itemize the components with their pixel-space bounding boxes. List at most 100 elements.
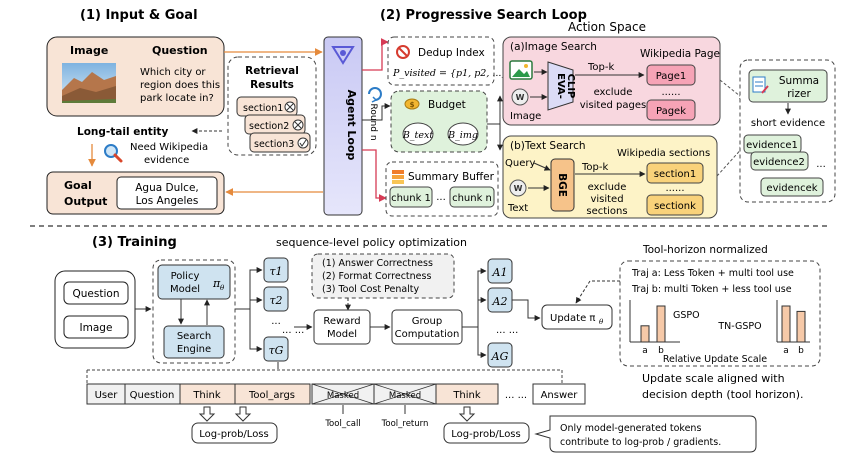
layers-icon — [392, 170, 404, 184]
agent-logo-icon — [331, 46, 355, 65]
retrieval-title-1: Retrieval — [245, 65, 299, 77]
chunk-n: chunk n — [452, 193, 492, 204]
wikipedia-globe-icon-text: W — [509, 179, 527, 197]
input-panel: Image Question Which city or region does… — [46, 36, 225, 117]
search-engine-1: Search — [177, 331, 211, 342]
advantage-g: AG — [491, 350, 509, 363]
token-answer: Answer — [541, 390, 579, 401]
svg-text:$: $ — [410, 101, 415, 109]
svg-text:W: W — [514, 184, 523, 193]
bge-encoder — [550, 158, 575, 212]
image-input-label: Image — [510, 111, 541, 122]
tngspo-bar-b — [796, 310, 806, 343]
tngspo-bar-a — [781, 305, 791, 343]
budget-title: Budget — [428, 99, 466, 111]
budget-box: $ Budget B_text B_img — [390, 90, 488, 153]
text-exclude-1: exclude — [588, 182, 627, 193]
image-exclude-2: visited pages — [580, 100, 646, 111]
caption-line-2: decision depth (tool horizon). — [642, 388, 804, 401]
search-engine-2: Engine — [177, 344, 211, 355]
text-input-label: Text — [507, 203, 528, 214]
tau-2: τ2 — [269, 294, 282, 307]
traj-b: Traj b: multi Token + less tool use — [631, 284, 792, 295]
group-computation-2: Computation — [395, 329, 460, 340]
retrieval-section-1: section1 — [243, 103, 283, 114]
relative-update-scale: Relative Update Scale — [663, 354, 767, 365]
action-space-title: Action Space — [568, 20, 646, 34]
policy-model-2: Model — [170, 284, 200, 295]
sequence-bracket — [87, 369, 563, 384]
loss-arrows — [198, 406, 476, 422]
page-k: Pagek — [656, 106, 686, 117]
tau-dots: ... — [271, 316, 281, 327]
policy-pi: π — [212, 277, 221, 290]
summary-buffer-title: Summary Buffer — [408, 171, 495, 183]
goal-answer-2: Los Angeles — [136, 195, 199, 207]
image-topk: Top-k — [587, 62, 614, 73]
note-line-1: Only model-generated tokens — [560, 423, 701, 434]
evidence-2: evidence2 — [753, 157, 805, 168]
policy-model-1: Policy — [171, 271, 200, 282]
dedup-formula: P_visited = {p1, p2, ...} — [392, 68, 507, 79]
dedup-index-box: Dedup Index P_visited = {p1, p2, ...} — [387, 36, 507, 86]
gspo-bar-b — [656, 305, 666, 343]
section-title-search-loop: (2) Progressive Search Loop — [380, 8, 587, 23]
long-tail-label: Long-tail entity — [77, 126, 168, 138]
budget-text: B_text — [402, 130, 434, 141]
update-label: Update π — [550, 313, 595, 324]
gspo-label-a: a — [642, 346, 648, 356]
tool-return-label: Tool_return — [381, 419, 429, 429]
summary-buffer-box: Summary Buffer chunk 1 ... chunk n — [385, 161, 499, 217]
left-dots: ... ... — [282, 325, 304, 336]
logprob-label-2: Log-prob/Loss — [451, 429, 520, 440]
question-label: Question — [152, 44, 208, 57]
tngspo-label-b: b — [798, 346, 804, 356]
policy-engine-box: Policy Model π θ Search Engine — [152, 259, 236, 364]
text-topk: Top-k — [581, 162, 608, 173]
section-title-input-goal: (1) Input & Goal — [80, 8, 198, 23]
criterion-1: (1) Answer Correctness — [322, 258, 433, 269]
gspo-name: GSPO — [673, 310, 700, 321]
evidence-k: evidencek — [766, 183, 817, 194]
token-think-2: Think — [452, 390, 481, 401]
round-label: Round n — [368, 103, 378, 140]
gspo-bar-a — [640, 325, 650, 343]
wikipedia-globe-icon: W — [511, 88, 529, 106]
goal-label-1: Goal — [64, 179, 92, 192]
eva-clip-encoder: EVA- CLIP — [547, 61, 576, 111]
tool-horizon-title: Tool-horizon normalized — [642, 244, 768, 256]
token-tool-args: Tool_args — [248, 390, 295, 401]
summarizer-line-1: Summa — [779, 75, 819, 87]
need-wiki-2: evidence — [144, 155, 189, 166]
text-exclude-3: sections — [586, 206, 627, 217]
svg-text:W: W — [516, 93, 525, 102]
eva-clip-line-1: EVA- — [555, 73, 566, 99]
image-exclude-1: exclude — [594, 87, 633, 98]
reward-criteria-box: (1) Answer Correctness (2) Format Correc… — [311, 253, 455, 299]
section-1: section1 — [654, 169, 696, 180]
group-computation-1: Group — [412, 316, 442, 327]
token-sequence: User Question Think Tool_args Masked Mas… — [86, 383, 586, 405]
text-search-panel: (b)Text Search Wikipedia sections Query … — [502, 135, 718, 219]
logprob-box-1 — [191, 422, 278, 444]
summarizer-panel: Summa rizer short evidence evidence1 evi… — [739, 59, 836, 203]
tau-g: τG — [269, 344, 284, 357]
goal-answer-1: Agua Dulce, — [135, 182, 199, 194]
update-theta: θ — [599, 318, 604, 326]
tool-horizon-panel: Traj a: Less Token + multi tool use Traj… — [619, 260, 821, 367]
retrieval-results: Retrieval Results section1 section2 sect… — [227, 56, 317, 156]
bge-label: BGE — [556, 173, 568, 197]
caption-line-1: Update scale aligned with — [642, 372, 785, 385]
image-label: Image — [70, 44, 108, 57]
query-label: Query — [505, 158, 535, 169]
agent-loop-box: Agent Loop — [323, 36, 363, 216]
page-dots: ...... — [661, 87, 680, 98]
gspo-label-b: b — [658, 346, 664, 356]
section-k: sectionk — [654, 201, 696, 212]
evidence-1: evidence1 — [746, 140, 798, 151]
tngspo-name: TN-GSPO — [717, 321, 761, 332]
image-input-icon — [509, 60, 533, 80]
question-line-1: Which city or — [140, 67, 206, 78]
image-search-panel: (a)Image Search Wikipedia Page W Image E… — [502, 36, 721, 126]
